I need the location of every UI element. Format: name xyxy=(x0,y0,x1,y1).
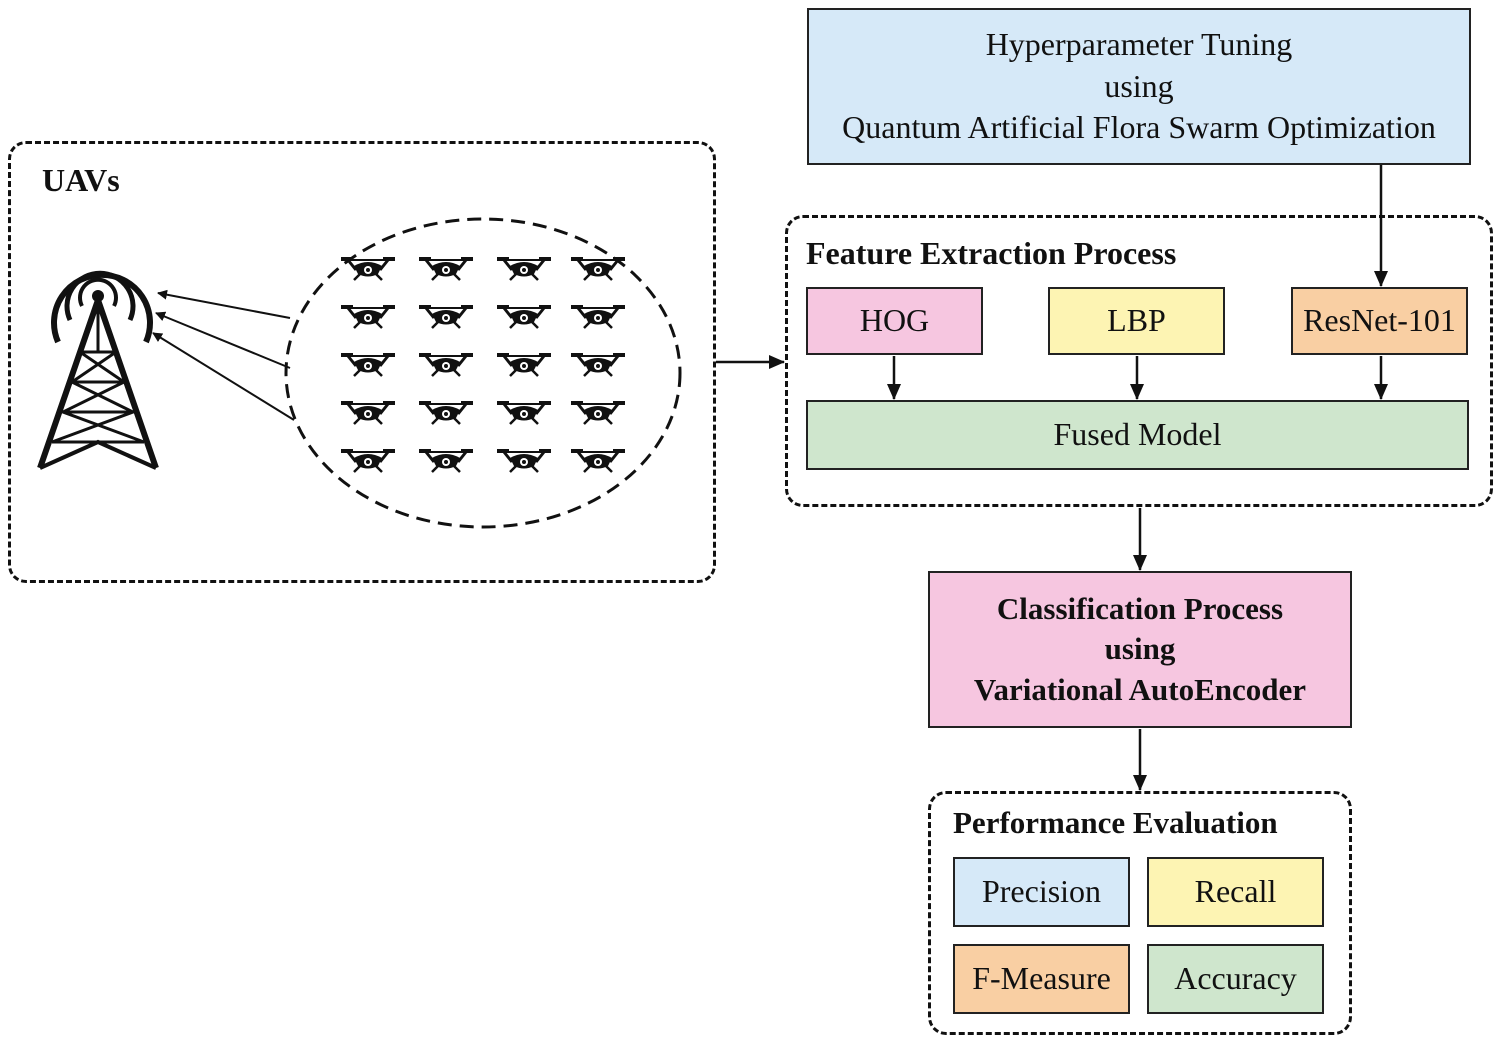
uavs-title: UAVs xyxy=(42,162,120,198)
hog-box: HOG xyxy=(806,287,983,355)
classification-box: Classification Process using Variational… xyxy=(928,571,1352,728)
fused-model-box: Fused Model xyxy=(806,400,1469,470)
accuracy-box: Accuracy xyxy=(1147,944,1324,1014)
recall-box: Recall xyxy=(1147,857,1324,927)
resnet-box: ResNet-101 xyxy=(1291,287,1468,355)
feature-extraction-panel xyxy=(785,215,1493,507)
f-measure-box: F-Measure xyxy=(953,944,1130,1014)
performance-title: Performance Evaluation xyxy=(953,805,1278,840)
performance-panel xyxy=(928,791,1352,1035)
lbp-box: LBP xyxy=(1048,287,1225,355)
precision-box: Precision xyxy=(953,857,1130,927)
uavs-panel xyxy=(8,141,716,583)
feature-extraction-title: Feature Extraction Process xyxy=(806,235,1177,271)
hyperparameter-tuning-box: Hyperparameter Tuning using Quantum Arti… xyxy=(807,8,1471,165)
